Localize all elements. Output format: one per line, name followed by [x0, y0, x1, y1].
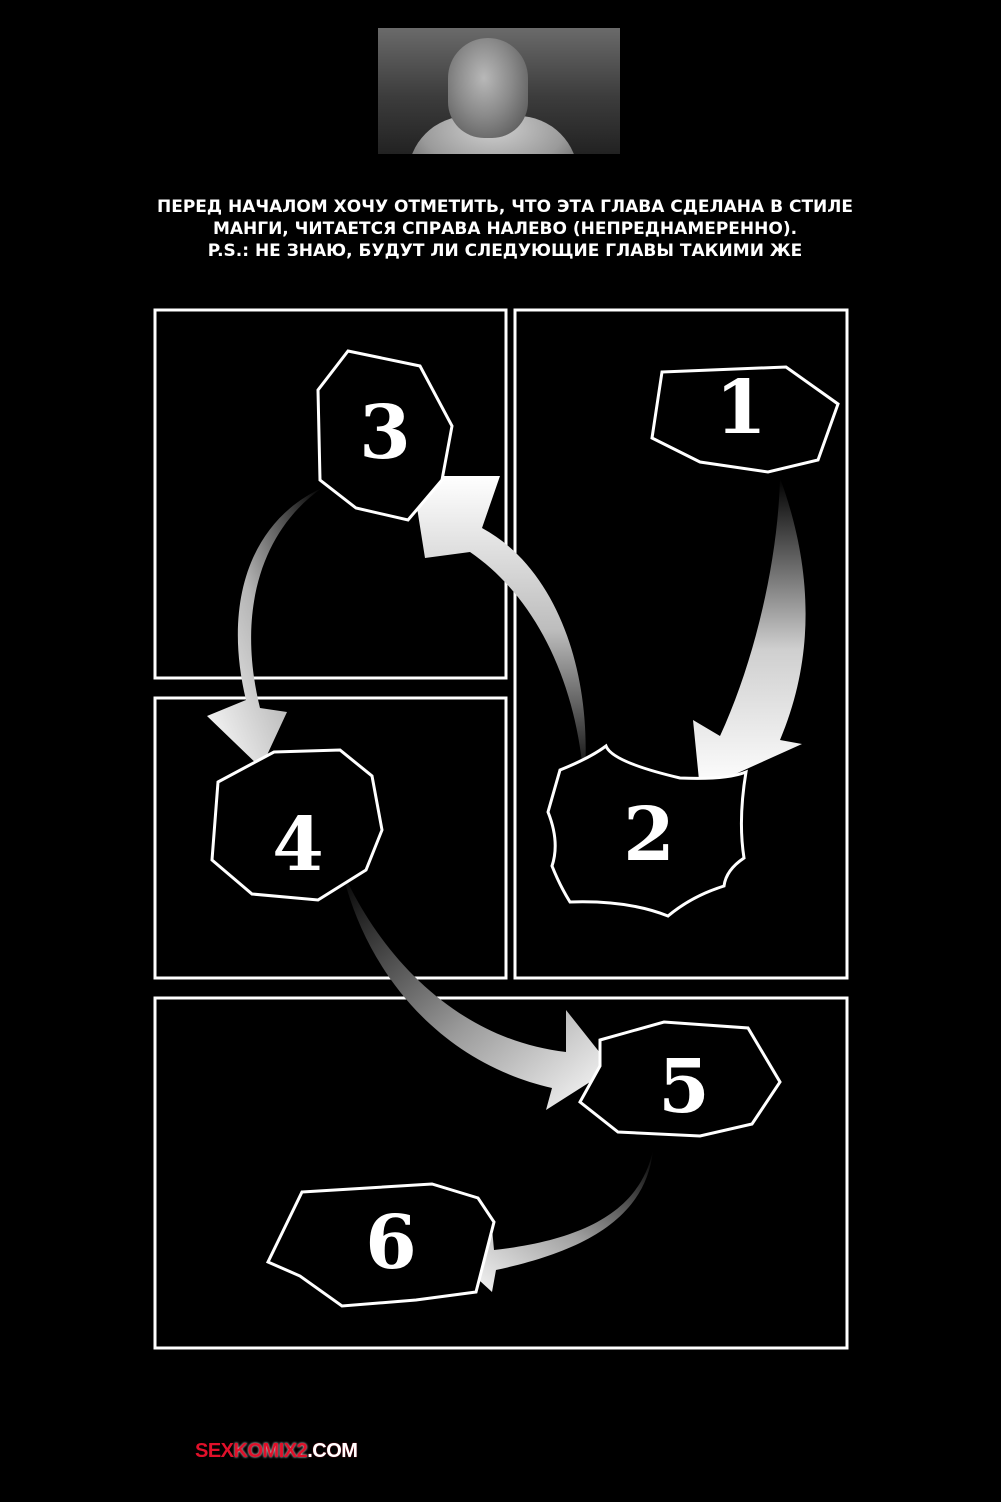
- panel-number-5: 5: [658, 1044, 710, 1130]
- site-watermark: SEXKOMIX2.COM: [195, 1440, 358, 1463]
- panel-frame-3: [153, 308, 508, 680]
- arrow-1-to-2: [693, 478, 806, 790]
- panel-frame-4: [153, 696, 508, 980]
- panel-3-badge: [316, 349, 454, 522]
- notice-line-2: манги, читается справа налево (непреднам…: [212, 219, 798, 239]
- notice-line-1: Перед началом хочу отметить, что эта гла…: [156, 197, 854, 217]
- panel-6-badge: [265, 1182, 496, 1308]
- panel-4-badge: [210, 748, 384, 902]
- panel-number-2: 2: [623, 792, 675, 878]
- panel-2-badge: [546, 743, 748, 918]
- reading-order-notice: Перед началом хочу отметить, что эта гла…: [120, 196, 890, 262]
- notice-line-3: P.S.: не знаю, будут ли следующие главы …: [207, 241, 803, 261]
- arrow-4-to-5: [342, 870, 612, 1110]
- panel-number-4: 4: [272, 802, 324, 888]
- portrait-head: [448, 38, 528, 138]
- watermark-part-3: .COM: [307, 1440, 358, 1462]
- panel-frame-5-6: [153, 996, 849, 1350]
- panel-5-badge: [578, 1020, 782, 1138]
- panel-number-1: 1: [715, 365, 767, 451]
- panel-number-3: 3: [359, 390, 411, 476]
- arrow-3-to-4: [207, 488, 322, 768]
- panel-frame-1-2: [513, 308, 849, 980]
- panel-number-6: 6: [365, 1200, 417, 1286]
- arrow-5-to-6: [455, 1150, 653, 1292]
- watermark-part-1: SEX: [195, 1440, 234, 1462]
- panel-1-badge: [650, 365, 840, 474]
- portrait-photo: [378, 28, 620, 154]
- watermark-part-2: KOMIX2: [233, 1440, 308, 1462]
- arrow-2-to-3: [412, 476, 586, 784]
